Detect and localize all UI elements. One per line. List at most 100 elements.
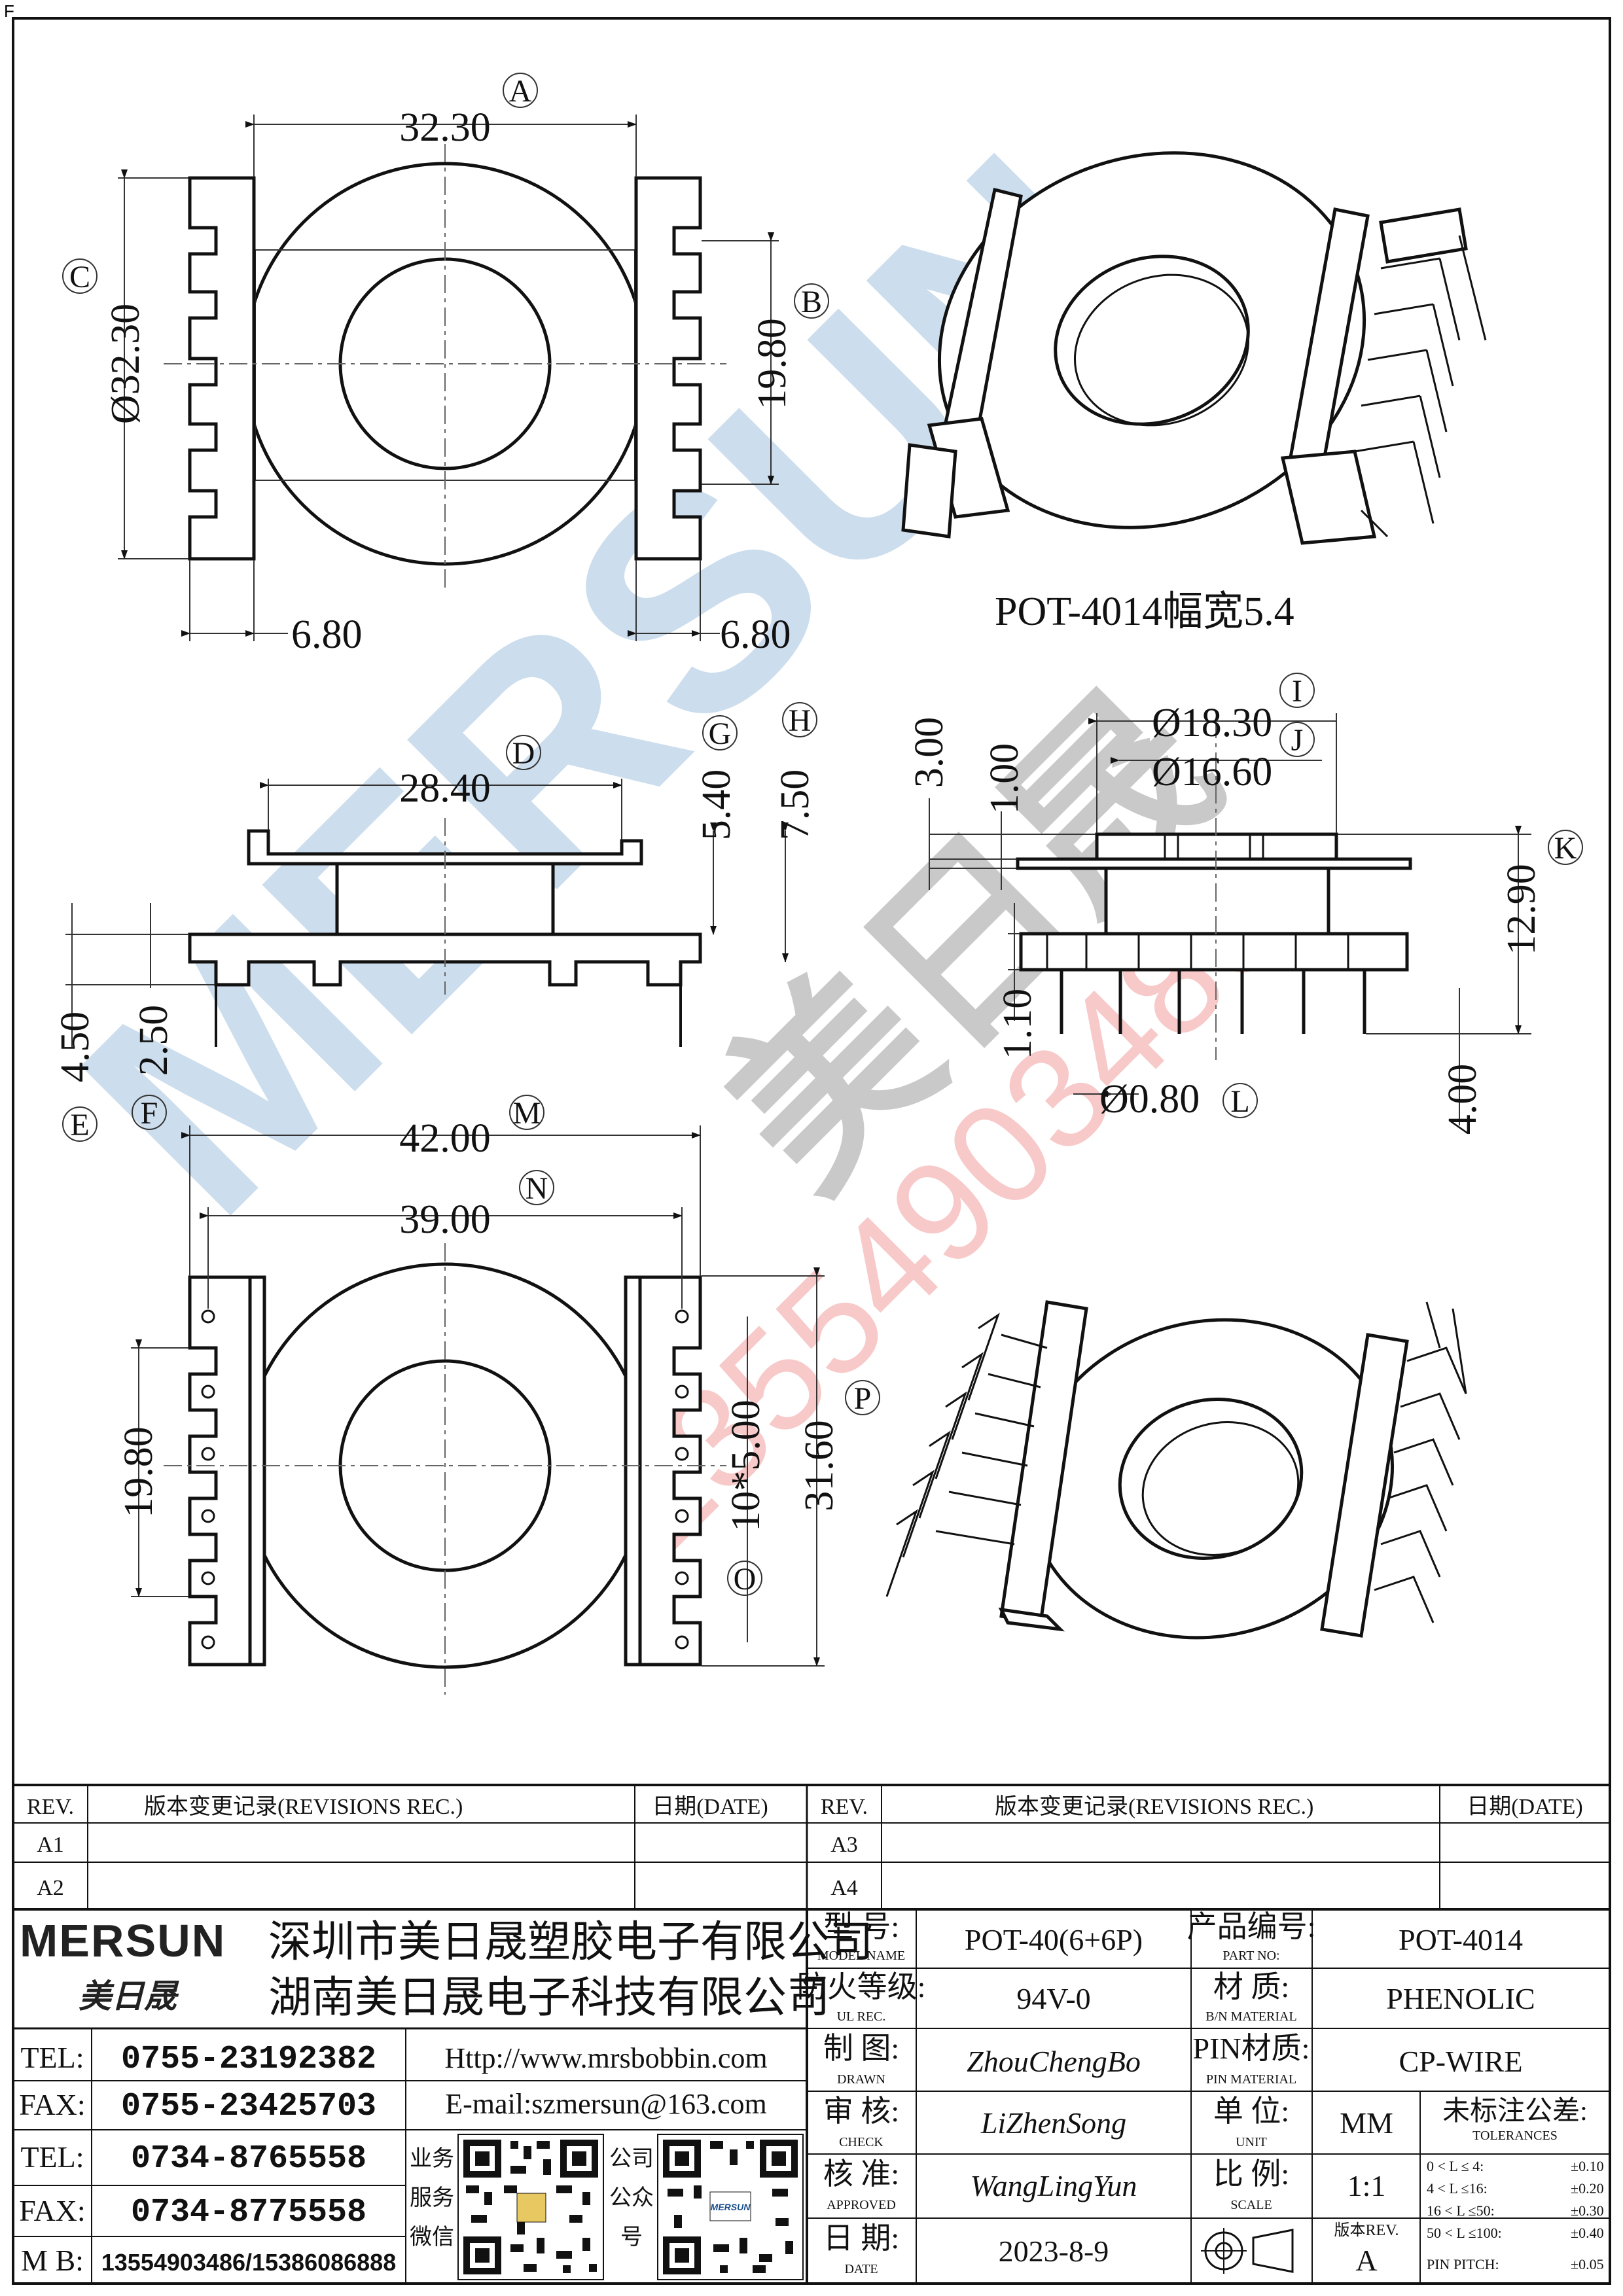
ref-n: N [526, 1171, 548, 1206]
ref-bubble-o [727, 1561, 762, 1596]
model-label: 型 号: [823, 1910, 899, 1943]
ref-bubble-d [506, 735, 541, 770]
ref-bubble-c [62, 258, 98, 294]
rev-row-a4: A4 [830, 1876, 858, 1900]
qr-code-wechat [457, 2134, 604, 2280]
ref-bubble-l [1222, 1083, 1258, 1118]
contact-value-4: 13554903486/15386086888 [101, 2249, 396, 2276]
contact-label-1: FAX: [19, 2088, 85, 2121]
tolerance-val-3: ±0.40 [1571, 2225, 1604, 2241]
unit-value: MM [1340, 2106, 1393, 2140]
end-view-pins [1060, 970, 1366, 1034]
dim-right-flange: 6.80 [720, 612, 791, 657]
bottom-view: 42.00 M 39.00 N 19.80 10*5.00 O 31.60 P [116, 1095, 880, 1695]
approved-label-en: APPROVED [827, 2198, 896, 2212]
ul-label-en: UL REC. [837, 2009, 886, 2024]
contact-label-3: FAX: [19, 2194, 85, 2227]
dim-top-height: 3.00 [907, 717, 952, 788]
dim-base: 2.50 [132, 1005, 176, 1076]
rev-value: A [1355, 2244, 1377, 2277]
dim-pitch: 10*5.00 [724, 1400, 768, 1532]
pin-label-en: PIN MATERIAL [1206, 2072, 1296, 2087]
company-name-2: 湖南美日晟电子科技有限公司 [268, 1974, 830, 2022]
side-view: 28.40 D 5.40 7.50 G H 4.50 2.50 E F [53, 702, 817, 1142]
ref-c: C [69, 260, 90, 294]
desc-header-right: 版本变更记录(REVISIONS REC.) [995, 1794, 1313, 1819]
dim-diameter: Ø32.30 [103, 304, 148, 424]
material-label: 材 质: [1213, 1970, 1289, 2004]
unit-label: 单 位: [1213, 2094, 1289, 2128]
model-label-en: MODEL NAME [817, 1949, 905, 1963]
top-view-left-flange [188, 176, 256, 561]
part-label: 产品编号: [1187, 1910, 1316, 1943]
dim-flange-width: 28.40 [399, 766, 491, 811]
contact-value-2: 0734-8765558 [131, 2140, 366, 2178]
part-label-en: PART NO: [1222, 1949, 1279, 1963]
approved-value: WangLingYun [971, 2169, 1137, 2202]
ref-k: K [1554, 831, 1577, 866]
tolerance-range-1: 4 < L ≤16: [1427, 2180, 1488, 2197]
dim-base-thk: 1.10 [995, 989, 1040, 1060]
tolerance-range-4: PIN PITCH: [1427, 2256, 1499, 2272]
ref-g: G [709, 716, 732, 751]
rev-row-a2: A2 [37, 1876, 64, 1900]
ref-bubble-h [782, 702, 817, 737]
ref-bubble-b [794, 283, 829, 319]
material-label-en: B/N MATERIAL [1205, 2009, 1296, 2024]
company-website[interactable]: Http://www.mrsbobbin.com [444, 2042, 767, 2074]
qr2-label-2: 号 [620, 2225, 643, 2250]
contact-value-0: 0755-23192382 [121, 2041, 376, 2078]
ref-a: A [509, 74, 532, 109]
bottom-view-pin-holes [201, 1309, 689, 1650]
ref-bubble-m [509, 1095, 544, 1130]
qr2-label-0: 公司 [609, 2147, 654, 2171]
date-header-left: 日期(DATE) [652, 1795, 768, 1819]
dim-height: 7.50 [773, 769, 817, 841]
dim-bottom-height: 31.60 [797, 1420, 842, 1511]
ref-d: D [512, 736, 535, 771]
dim-d-outer: Ø18.30 [1152, 701, 1272, 745]
dim-width: 32.30 [399, 105, 491, 150]
dim-pin-span: 19.80 [750, 318, 794, 410]
ref-b: B [801, 285, 822, 319]
ref-l: L [1230, 1084, 1249, 1119]
dim-pin-length: 4.00 [1440, 1064, 1485, 1135]
date-header-right: 日期(DATE) [1467, 1795, 1583, 1819]
ref-j: J [1291, 723, 1304, 758]
corner-mark: F [4, 1, 14, 21]
company-email[interactable]: E-mail:szmersun@163.com [445, 2088, 766, 2120]
dim-overall-width: 42.00 [399, 1116, 491, 1161]
iso-caption: POT-4014幅宽5.4 [995, 590, 1294, 634]
ref-m: M [513, 1096, 541, 1131]
dim-overall: 12.90 [1499, 864, 1544, 955]
check-label: 审 核: [823, 2094, 899, 2128]
rev-header-left: REV. [27, 1795, 74, 1819]
qr1-label-2: 微信 [410, 2225, 454, 2250]
dim-left-flange: 6.80 [291, 612, 363, 657]
top-view: 32.30 A Ø32.30 C 19.80 B 6.80 6.80 [62, 73, 829, 657]
dim-d-inner: Ø16.60 [1152, 750, 1272, 794]
drawn-label: 制 图: [823, 2032, 899, 2065]
qr1-label-0: 业务 [410, 2146, 454, 2171]
check-label-en: CHECK [839, 2135, 883, 2149]
projection-symbol [1201, 2228, 1294, 2274]
end-view: Ø18.30 I Ø16.60 J 3.00 1.00 12.90 K 1.10… [907, 673, 1583, 1135]
bottom-view-right-flange [638, 1275, 702, 1667]
ref-bubble-a [503, 73, 538, 108]
qr1-label-1: 服务 [410, 2185, 454, 2210]
iso-view-bottom [885, 1300, 1467, 1640]
top-view-right-flange [634, 176, 702, 561]
scale-value: 1:1 [1347, 2169, 1386, 2202]
dim-flange-thk: 1.00 [982, 743, 1027, 815]
contact-value-1: 0755-23425703 [121, 2088, 376, 2125]
ref-bubble-f [132, 1095, 167, 1130]
ref-bubble-k [1548, 830, 1583, 865]
company-name-1: 深圳市美日晟塑胶电子有限公司 [268, 1918, 873, 1966]
dim-winding: 5.40 [694, 769, 739, 841]
approved-label: 核 准: [823, 2157, 899, 2191]
contact-label-2: TEL: [20, 2140, 84, 2174]
tolerance-val-4: ±0.05 [1571, 2256, 1604, 2272]
dim-span: 19.80 [116, 1426, 161, 1518]
ref-bubble-p [845, 1380, 880, 1415]
